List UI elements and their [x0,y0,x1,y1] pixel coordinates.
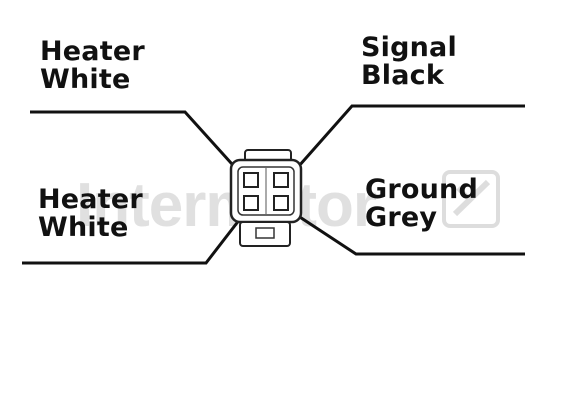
connector-pin-4 [273,195,289,211]
connector-plug [229,149,303,247]
label-heater-bottom-left-line1: Heater [38,184,143,215]
label-signal-top-right-line2: Black [361,60,445,92]
wire-heater-bottom-left [22,205,252,265]
connector-pin-1 [243,172,259,188]
wire-ground-bottom-right [282,204,525,256]
label-signal-top-right: Signal Black [361,32,457,92]
label-ground-bottom-right-line1: Ground [365,174,478,205]
label-ground-bottom-right-line2: Grey [365,202,438,234]
label-ground-bottom-right: Ground Grey [365,174,478,234]
label-signal-top-right-line1: Signal [361,32,457,63]
wire-signal-top-right [281,104,525,185]
wire-heater-top-left [30,110,252,186]
connector-pin-2 [273,172,289,188]
label-heater-top-left-line2: White [40,64,131,96]
label-heater-bottom-left-line2: White [38,212,129,244]
watermark-logo-icon [442,170,500,228]
label-heater-top-left-line1: Heater [40,36,145,67]
label-heater-top-left: Heater White [40,36,145,96]
connector-pin-3 [243,195,259,211]
label-heater-bottom-left: Heater White [38,184,143,244]
watermark-text: Intermotor [76,171,377,240]
